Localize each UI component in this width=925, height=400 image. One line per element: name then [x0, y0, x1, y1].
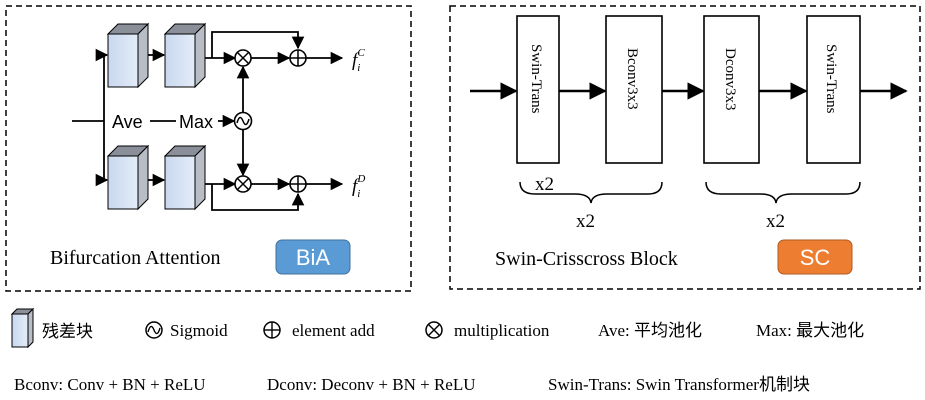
sc-title: Swin-Crisscross Block	[495, 248, 678, 270]
max-label: Max	[179, 112, 213, 132]
legend-sigmoid-text: Sigmoid	[170, 321, 228, 340]
sc-panel-border	[449, 5, 921, 290]
bia-badge-label: BiA	[296, 245, 331, 270]
legend-add-text: element add	[292, 321, 375, 340]
repeat-right-label: x2	[766, 211, 785, 232]
element-add-icon	[289, 175, 307, 193]
residual-block-top-1	[106, 22, 150, 89]
sc-block-swin-trans-2: Swin-Trans	[806, 15, 861, 164]
sigmoid-icon	[233, 111, 253, 131]
legend-bconv-text: Bconv: Conv + BN + ReLU	[14, 375, 206, 394]
legend-ave-text: Ave: 平均池化	[598, 321, 702, 340]
bia-badge	[275, 239, 351, 275]
sc-badge	[777, 239, 853, 275]
sc-block-bconv3x3: Bconv3x3	[605, 15, 663, 164]
bia-panel-border	[5, 5, 412, 292]
ave-label: Ave	[112, 112, 143, 132]
sc-block-dconv3x3: Dconv3x3	[703, 15, 760, 164]
residual-block-bottom-1	[106, 144, 150, 211]
legend-residual-text: 残差块	[42, 322, 93, 341]
legend-multiplication-text: multiplication	[454, 321, 550, 340]
legend-swin-text: Swin-Trans: Swin Transformer机制块	[548, 375, 810, 394]
svg-text:Swin-Trans: Swin-Trans	[528, 44, 544, 114]
element-add-icon	[289, 49, 307, 67]
output-bottom-label: fiD	[352, 173, 365, 200]
multiplication-icon	[234, 175, 252, 193]
repeat-left-label: x2	[576, 211, 595, 232]
legend-dconv-text: Dconv: Deconv + BN + ReLU	[267, 375, 476, 394]
bia-title: Bifurcation Attention	[50, 247, 221, 269]
output-top-label: fiC	[352, 47, 365, 74]
residual-block-top-2	[163, 22, 207, 89]
sc-block-swin-trans-1: Swin-Trans	[516, 15, 560, 164]
legend: 残差块 Sigmoid element add multiplication A…	[10, 307, 864, 394]
sc-badge-label: SC	[800, 245, 831, 270]
svg-text:Swin-Trans: Swin-Trans	[823, 44, 839, 114]
svg-text:Bconv3x3: Bconv3x3	[624, 48, 640, 110]
svg-text:Dconv3x3: Dconv3x3	[722, 48, 738, 111]
brace-left	[519, 181, 663, 204]
multiplication-icon	[234, 49, 252, 67]
sigmoid-icon	[145, 321, 163, 339]
brace-right	[705, 181, 861, 204]
element-add-icon	[263, 321, 281, 339]
residual-block-bottom-2	[163, 144, 207, 211]
multiplication-icon	[425, 321, 443, 339]
repeat-inner-label: x2	[535, 174, 554, 195]
residual-block-icon	[10, 307, 35, 349]
legend-max-text: Max: 最大池化	[756, 321, 864, 340]
